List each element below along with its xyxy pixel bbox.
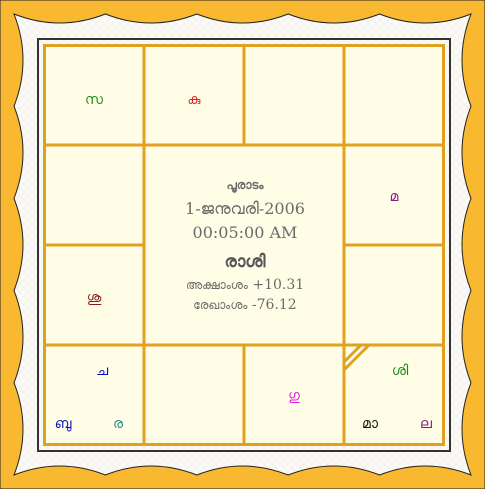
- planet-h8-0: ഗു: [288, 388, 300, 404]
- birth-time: 00:05:00 AM: [193, 221, 298, 245]
- planet-h2-0: കു: [187, 92, 200, 108]
- planet-h5-0: മ: [390, 189, 399, 205]
- latitude: അക്ഷാംശം +10.31: [186, 275, 304, 295]
- planet-h10-0: ച: [96, 363, 108, 379]
- chart-type-label: രാശി: [225, 249, 266, 275]
- birth-star: പൂരാടം: [226, 178, 263, 193]
- chart-info: പൂരാടം 1-ജനുവരി-2006 00:05:00 AM രാശി അക…: [145, 146, 345, 346]
- planet-h10-1: ബു: [55, 416, 72, 432]
- latitude-value: +10.31: [252, 277, 304, 293]
- longitude: രേഖാംശം -76.12: [193, 295, 296, 315]
- longitude-value: -76.12: [252, 297, 297, 313]
- planet-h1-0: സ: [85, 92, 103, 108]
- house-grid: പൂരാടം 1-ജനുവരി-2006 00:05:00 AM രാശി അക…: [43, 44, 445, 446]
- longitude-label: രേഖാംശം: [193, 298, 247, 312]
- planet-h7-1: മാ: [362, 416, 378, 432]
- planet-h7-2: ല: [420, 416, 432, 432]
- planet-h10-2: ര: [113, 416, 123, 432]
- planet-h7-0: ശി: [392, 363, 409, 379]
- planet-h11-0: ശു: [87, 290, 102, 306]
- latitude-label: അക്ഷാംശം: [186, 278, 248, 292]
- birth-date: 1-ജനുവരി-2006: [185, 197, 305, 221]
